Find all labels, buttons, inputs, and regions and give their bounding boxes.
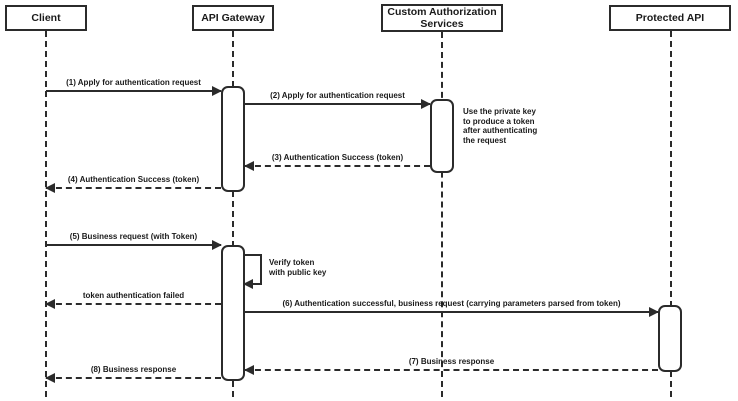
activation-api-gateway-auth	[221, 86, 245, 192]
arrow-head-icon	[45, 299, 55, 309]
message-token-auth-failed-line	[45, 299, 221, 309]
message-5-line	[46, 240, 222, 250]
arrow-head-icon	[212, 86, 222, 96]
participant-client-label: Client	[31, 12, 61, 24]
message-8-label: (8) Business response	[90, 365, 177, 374]
activation-protected-api	[658, 305, 682, 372]
lifeline-custom-authorization-services	[441, 32, 443, 397]
message-6-label: (6) Authentication successful, business …	[282, 299, 621, 308]
arrow-head-icon	[45, 373, 55, 383]
message-4-line	[45, 183, 221, 193]
message-5-business-request: (5) Business request (with Token)	[46, 231, 222, 250]
message-2-line	[245, 99, 431, 109]
message-7-business-response: (7) Business response	[244, 356, 658, 375]
message-7-line	[244, 365, 658, 375]
arrow-head-icon	[244, 365, 254, 375]
activation-api-gateway-business	[221, 245, 245, 381]
note-private-key: Use the private key to produce a token a…	[463, 107, 538, 145]
arrow-head-icon	[243, 279, 253, 289]
message-7-label: (7) Business response	[408, 357, 495, 366]
lifeline-protected-api	[670, 31, 672, 397]
arrow-head-icon	[421, 99, 431, 109]
message-5-label: (5) Business request (with Token)	[69, 232, 198, 241]
message-6-line	[245, 307, 659, 317]
participant-protected-api-label: Protected API	[635, 12, 705, 24]
participant-api-gateway-label: API Gateway	[201, 12, 265, 24]
participant-custom-authorization-services-label: Custom Authorization Services	[387, 6, 497, 30]
message-1-label: (1) Apply for authentication request	[66, 78, 201, 87]
message-3-line	[244, 161, 430, 171]
arrow-head-icon	[244, 161, 254, 171]
arrow-head-icon	[45, 183, 55, 193]
message-1-apply-authentication: (1) Apply for authentication request	[46, 77, 222, 96]
participant-custom-authorization-services: Custom Authorization Services	[381, 4, 503, 32]
message-6-auth-successful-business-request: (6) Authentication successful, business …	[245, 298, 659, 317]
message-2-label: (2) Apply for authentication request	[270, 91, 405, 100]
message-token-auth-failed: token authentication failed	[45, 290, 221, 309]
lifeline-client	[45, 31, 47, 397]
activation-custom-authorization-services	[430, 99, 454, 173]
lifeline-api-gateway	[232, 31, 234, 397]
message-3-label: (3) Authentication Success (token)	[271, 153, 404, 162]
self-message-verify-token	[243, 254, 262, 289]
message-8-line	[45, 373, 221, 383]
message-2-apply-authentication: (2) Apply for authentication request	[245, 90, 431, 109]
message-1-line	[46, 86, 222, 96]
self-message-label: Verify token with public key	[269, 258, 327, 277]
arrow-head-icon	[649, 307, 659, 317]
participant-api-gateway: API Gateway	[192, 5, 274, 31]
arrow-head-icon	[212, 240, 222, 250]
participant-client: Client	[5, 5, 87, 31]
message-4-label: (4) Authentication Success (token)	[67, 175, 200, 184]
message-token-auth-failed-label: token authentication failed	[82, 291, 185, 300]
participant-protected-api: Protected API	[609, 5, 731, 31]
message-3-auth-success: (3) Authentication Success (token)	[244, 152, 430, 171]
message-8-business-response: (8) Business response	[45, 364, 221, 383]
message-4-auth-success: (4) Authentication Success (token)	[45, 174, 221, 193]
